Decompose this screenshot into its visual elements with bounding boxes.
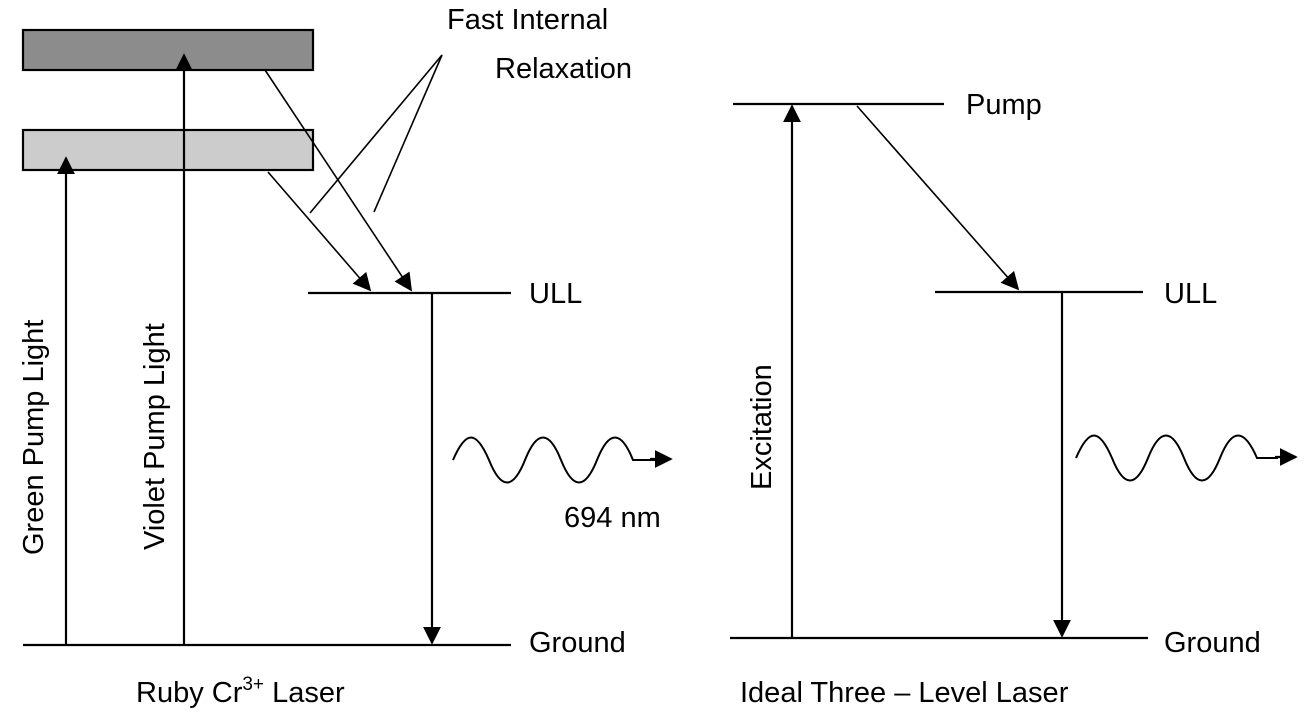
ideal-ull-label: ULL [1164, 278, 1217, 310]
relaxation-arrow-lower-band [267, 171, 372, 292]
ruby-ull-label: ULL [529, 278, 582, 310]
ruby-caption: Ruby Cr3+ Laser [136, 674, 345, 709]
wavelength-label: 694 nm [564, 502, 661, 534]
ruby-caption-suffix: Laser [264, 677, 345, 709]
ideal-three-level-diagram: Pump ULL Ground Excitation Ideal Three –… [730, 89, 1298, 709]
ruby-caption-superscript: 3+ [242, 674, 264, 695]
ideal-relaxation-arrow [856, 105, 1020, 291]
ruby-ground-label: Ground [529, 627, 626, 659]
annotation-fast-internal: Fast Internal [447, 4, 608, 36]
ideal-photon-wave [1075, 434, 1278, 482]
annotation-pointer-1 [309, 54, 443, 214]
ideal-ground-label: Ground [1164, 627, 1261, 659]
ruby-photon-wave [452, 436, 655, 484]
ideal-pump-label: Pump [966, 89, 1042, 121]
green-pump-label: Green Pump Light [18, 320, 50, 555]
upper-pump-band [21, 28, 315, 72]
violet-pump-label: Violet Pump Light [139, 323, 171, 550]
ideal-caption: Ideal Three – Level Laser [740, 677, 1069, 709]
annotation-pointer-2 [373, 54, 443, 213]
excitation-label: Excitation [746, 364, 778, 490]
annotation-relaxation: Relaxation [495, 53, 632, 85]
ruby-laser-diagram: Fast Internal Relaxation ULL Ground 694 … [18, 4, 673, 709]
ruby-caption-prefix: Ruby Cr [136, 677, 243, 709]
